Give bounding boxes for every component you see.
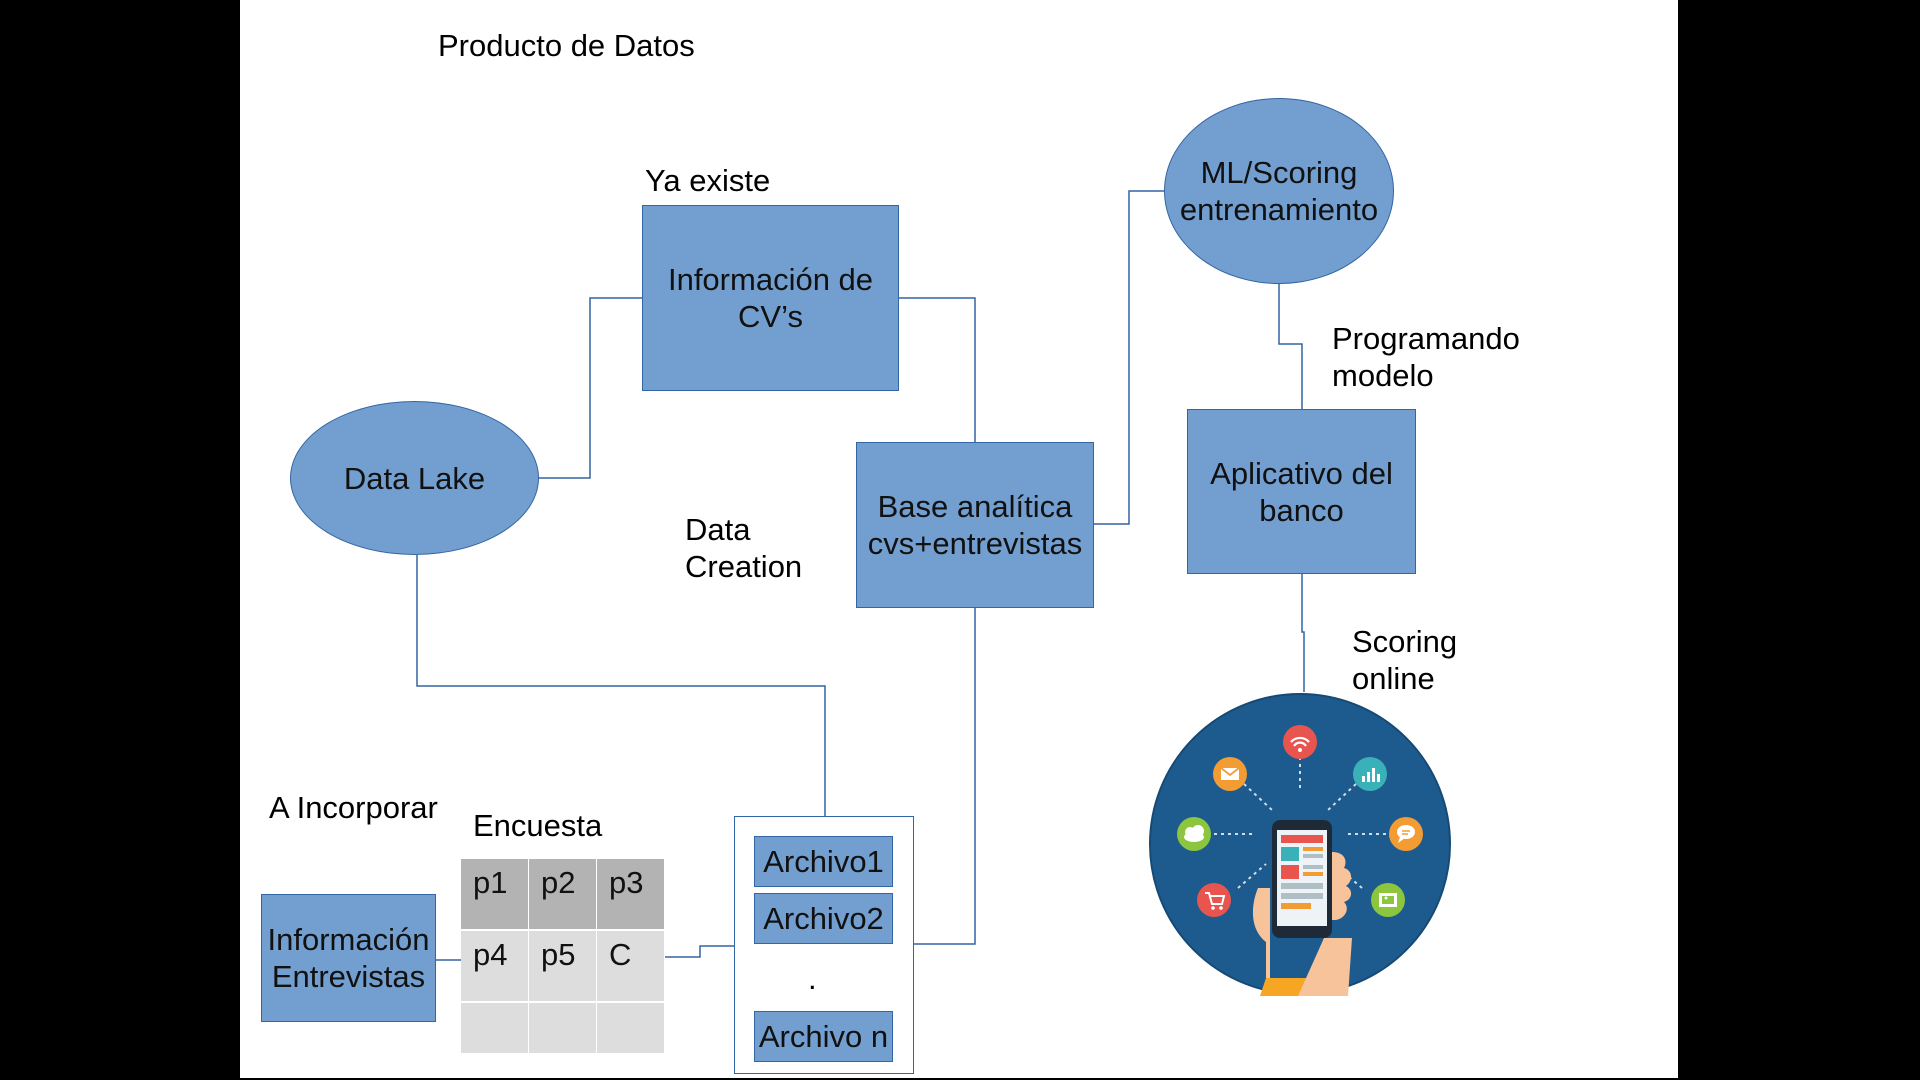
- connector-table-files: [665, 945, 734, 958]
- scoring-online-illustration: [1149, 693, 1451, 996]
- survey-cell: p2: [529, 859, 596, 929]
- connector-base-files: [914, 608, 976, 945]
- file-item: Archivo1: [754, 836, 893, 887]
- cloud-icon: [1177, 817, 1211, 851]
- node-ml-scoring: ML/Scoring entrenamiento: [1164, 98, 1394, 284]
- connector-datalake-cvs: [539, 297, 642, 479]
- files-ellipsis: .: [808, 961, 817, 996]
- node-base-analitica-label: Base analítica cvs+entrevistas: [867, 489, 1083, 561]
- label-programando-modelo: Programando modelo: [1332, 321, 1520, 393]
- survey-cell: [597, 1003, 664, 1053]
- survey-cell: p3: [597, 859, 664, 929]
- label-ya-existe: Ya existe: [645, 163, 771, 198]
- survey-cell: [529, 1003, 596, 1053]
- label-data-creation: Data Creation: [685, 512, 803, 584]
- label-scoring-online: Scoring online: [1352, 624, 1458, 696]
- connector-ml-app: [1278, 284, 1303, 409]
- node-aplicativo-banco: Aplicativo del banco: [1187, 409, 1416, 574]
- node-ml-scoring-label: ML/Scoring entrenamiento: [1179, 155, 1379, 227]
- survey-cell: [461, 1003, 528, 1053]
- node-informacion-entrevistas-label: Información Entrevistas: [267, 922, 430, 994]
- chat-icon: [1389, 817, 1423, 851]
- connector-app-phone: [1301, 574, 1305, 692]
- image-icon: [1371, 883, 1405, 917]
- node-data-lake-label: Data Lake: [343, 460, 486, 496]
- survey-cell: C: [597, 931, 664, 1001]
- connector-datalake-files: [416, 555, 826, 816]
- node-base-analitica: Base analítica cvs+entrevistas: [856, 442, 1094, 608]
- connector-lines: [416, 190, 1305, 961]
- connector-base-ml: [1094, 190, 1166, 525]
- node-informacion-entrevistas: Información Entrevistas: [261, 894, 436, 1022]
- node-aplicativo-banco-label: Aplicativo del banco: [1210, 455, 1393, 528]
- diagram-title: Producto de Datos: [438, 28, 695, 63]
- connector-cvs-base: [899, 297, 976, 442]
- file-item: Archivo2: [754, 893, 893, 944]
- node-informacion-cvs-label: Información de CV’s: [667, 262, 874, 334]
- chart-icon: [1353, 757, 1387, 791]
- cart-icon: [1197, 883, 1231, 917]
- survey-cell: p4: [461, 931, 528, 1001]
- survey-cell: p1: [461, 859, 528, 929]
- node-data-lake: Data Lake: [290, 401, 539, 555]
- label-encuesta: Encuesta: [473, 808, 603, 843]
- slide-canvas: Producto de Datos Ya existe Data Creatio…: [240, 0, 1678, 1078]
- label-a-incorporar: A Incorporar: [269, 790, 438, 825]
- wifi-icon: [1283, 725, 1317, 759]
- survey-cell: p5: [529, 931, 596, 1001]
- node-informacion-cvs: Información de CV’s: [642, 205, 899, 391]
- file-item: Archivo n: [754, 1011, 893, 1062]
- mail-icon: [1213, 757, 1247, 791]
- smartphone-icon: [1252, 820, 1352, 996]
